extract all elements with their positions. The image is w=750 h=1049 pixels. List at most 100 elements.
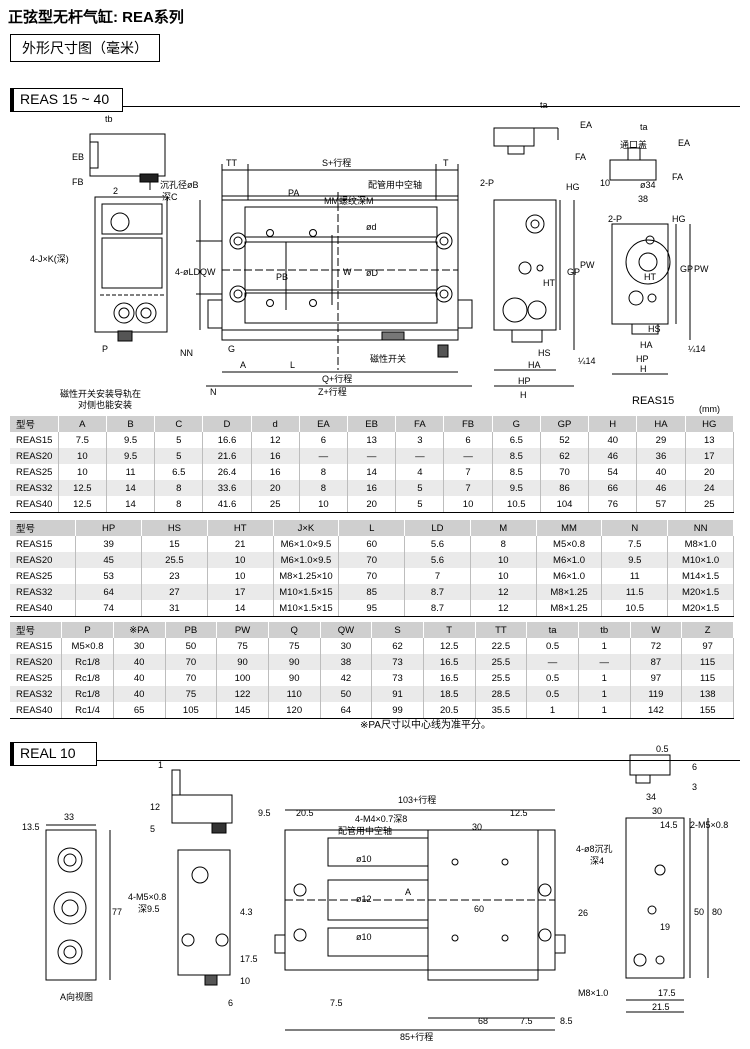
table-cell: 45 xyxy=(75,552,143,568)
table-header-cell: NN xyxy=(667,520,734,536)
table-cell: 7 xyxy=(404,568,471,584)
real-label-80: 80 xyxy=(712,907,722,917)
table-cell: M20×1.5 xyxy=(667,584,734,600)
table-cell: 64 xyxy=(320,702,373,719)
real-label-13-5: 13.5 xyxy=(22,822,40,832)
table-header-cell: EB xyxy=(347,416,397,432)
real-label-9-5: 9.5 xyxy=(258,808,271,818)
table-cell: 16.5 xyxy=(423,670,476,686)
table-cell: 120 xyxy=(268,702,321,719)
table-header-cell: HG xyxy=(685,416,735,432)
real-label-77: 77 xyxy=(112,907,122,917)
table-header-cell: H xyxy=(588,416,638,432)
table-cell: 1 xyxy=(578,702,631,719)
table-cell: 17 xyxy=(685,448,735,464)
table-cell: 75 xyxy=(268,638,321,654)
table-cell: 10 xyxy=(470,568,537,584)
real-label-21-5: 21.5 xyxy=(652,1002,670,1012)
table-cell: Rc1/8 xyxy=(61,686,114,702)
label-hp: HP xyxy=(518,376,531,386)
table-cell: M10×1.0 xyxy=(667,552,734,568)
real-label-6: 6 xyxy=(228,998,233,1008)
table-header-cell: PW xyxy=(216,622,269,638)
table-cell: 54 xyxy=(588,464,638,480)
real-label-arrow-a: A xyxy=(405,887,411,897)
label-mag-switch: 磁性开关 xyxy=(370,353,406,364)
table-cell: 10 xyxy=(443,496,493,513)
table-cell: 5 xyxy=(395,496,445,513)
table-cell: 50 xyxy=(165,638,218,654)
table-cell: 25 xyxy=(251,496,300,513)
table-cell: 30 xyxy=(113,638,166,654)
table-cell: 86 xyxy=(540,480,590,496)
label-mm: MM螺纹深M xyxy=(324,195,374,206)
real-label-m5-2r: 2-M5×0.8 xyxy=(690,820,728,830)
table-cell: 62 xyxy=(540,448,590,464)
real-label-dia10b: ø10 xyxy=(356,932,372,942)
table-header-cell: 型号 xyxy=(10,520,77,536)
table-cell: 17 xyxy=(207,584,274,600)
table-header-cell: TT xyxy=(475,622,528,638)
table-cell: 8.7 xyxy=(404,600,471,617)
table-cell: 76 xyxy=(588,496,638,513)
table-header-cell: G xyxy=(492,416,541,432)
table-cell: — xyxy=(347,448,397,464)
label-g: G xyxy=(228,344,235,354)
section-divider xyxy=(10,106,740,107)
table-cell: 97 xyxy=(681,638,734,654)
table-cell: REAS20 xyxy=(10,654,63,670)
real-left-end-view xyxy=(177,849,231,986)
reas-main-view xyxy=(196,164,473,387)
real-switch-side-view xyxy=(171,769,233,834)
table-cell: REAS25 xyxy=(10,464,59,480)
real-label-5: 5 xyxy=(150,824,155,834)
label-pw: PW xyxy=(580,260,595,270)
table-cell: M8×1.25×10 xyxy=(273,568,340,584)
table-cell: 13 xyxy=(685,432,735,448)
table-cell: REAS32 xyxy=(10,584,77,600)
label-qw: QW xyxy=(200,267,216,277)
table-cell: 7.5 xyxy=(601,536,669,552)
label-n: N xyxy=(210,387,217,397)
reas15-caption: REAS15 xyxy=(632,395,675,407)
table-cell: Rc1/4 xyxy=(61,702,114,719)
real-label-depth4: 深4 xyxy=(590,856,604,866)
label-pipe-axis: 配管用中空轴 xyxy=(368,179,422,190)
table-header-cell: D xyxy=(202,416,252,432)
real-right-end-view xyxy=(625,754,709,1013)
table-cell: 1 xyxy=(578,670,631,686)
table-cell: 73 xyxy=(371,670,424,686)
real-label-103: 103+行程 xyxy=(398,794,436,805)
label-gp: GP xyxy=(567,267,580,277)
table-cell: 138 xyxy=(681,686,734,702)
table-cell: 8 xyxy=(154,480,204,496)
pa-note: ※PA尺寸以中心线为准平分。 xyxy=(360,720,491,731)
table-cell: 9.5 xyxy=(492,480,541,496)
table-cell: 29 xyxy=(636,432,686,448)
table-cell: 31 xyxy=(141,600,208,617)
label-tt: TT xyxy=(226,158,237,168)
table-cell: 25.5 xyxy=(475,654,528,670)
table-header-cell: 型号 xyxy=(10,416,59,432)
table-header-cell: Z xyxy=(681,622,734,638)
table-cell: 1 xyxy=(526,702,579,719)
label-pb: PB xyxy=(276,272,288,282)
reas-switch-side-view xyxy=(89,133,166,190)
real-label-60: 60 xyxy=(474,904,484,914)
table-cell: 70 xyxy=(338,552,406,568)
table-header-cell: M xyxy=(470,520,537,536)
real-label-6r: 6 xyxy=(692,762,697,772)
table-cell: 90 xyxy=(268,654,321,670)
table-cell: 7 xyxy=(443,464,493,480)
table-cell: 70 xyxy=(165,654,218,670)
table-cell: Rc1/8 xyxy=(61,670,114,686)
table-cell: 104 xyxy=(540,496,590,513)
real-label-30r: 30 xyxy=(652,806,662,816)
reas-dimension-labels: tb EB FB 2 4-J×K(深) 4-øLD P NN 磁性开关安装导轨在… xyxy=(30,100,709,410)
table-cell: 1 xyxy=(578,638,631,654)
table-cell: 8 xyxy=(154,496,204,513)
